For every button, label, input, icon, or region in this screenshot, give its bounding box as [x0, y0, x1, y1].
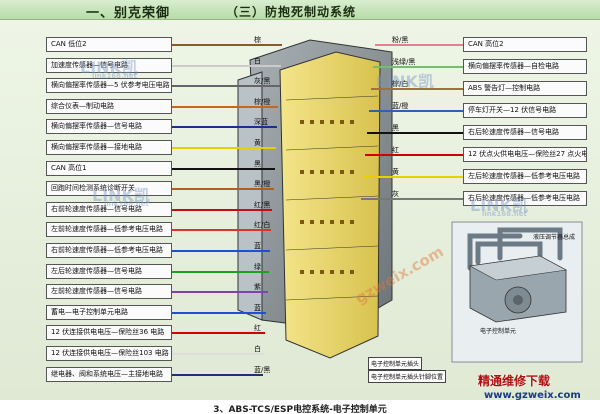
- left-wire: [172, 250, 270, 252]
- left-wire-color: 棕/橙: [254, 97, 271, 106]
- left-label: 12 伏连接供电电压—保险丝103 电路: [46, 346, 172, 361]
- corner-site: www.gzweix.com: [484, 390, 581, 401]
- left-wire: [172, 126, 278, 129]
- watermark-brand-1: LINK凯: [80, 58, 138, 77]
- right-wire: [375, 44, 463, 46]
- right-wire-color: 黄: [392, 168, 399, 176]
- left-wire: [172, 332, 266, 335]
- left-label: 综合仪表—制动电路: [46, 98, 172, 114]
- watermark-site-1: link168.net: [92, 72, 137, 80]
- left-wire-color: 紫: [254, 283, 261, 292]
- left-label: 左后轮速度传感器—信号电路: [46, 263, 172, 279]
- left-label: 继电器、阀和系统电压—主接地电路: [46, 366, 172, 382]
- left-wire: [172, 229, 272, 232]
- figure-caption: 3、ABS-TCS/ESP电控系统-电子控制单元: [213, 405, 387, 414]
- left-wire-color: 灰/黑: [254, 77, 271, 86]
- watermark-brand-3: LINK凯: [92, 186, 150, 205]
- left-wire: [172, 147, 276, 149]
- left-wire: [172, 291, 268, 294]
- header-left-title: 一、别克荣御: [86, 6, 171, 21]
- left-wire: [172, 208, 273, 211]
- right-label: 左后轮速度传感器—低参考电压电路: [463, 169, 587, 184]
- left-label: 横向偏摆率传感器—接地电路: [46, 140, 172, 155]
- left-wire-color: 红/白: [254, 221, 271, 230]
- left-wire-color: 红: [254, 324, 261, 333]
- left-wire: [172, 311, 267, 314]
- right-label: CAN 高位2: [463, 37, 587, 52]
- left-wire-color: 黑: [254, 159, 261, 168]
- left-wire-color: 白: [254, 345, 261, 353]
- right-wire: [371, 88, 463, 90]
- header-right-title: （三）防抱死制动系统: [226, 5, 357, 19]
- pump-valve-label: 液压调节器总成: [533, 234, 576, 241]
- watermark-site-3: link168.net: [482, 210, 527, 218]
- left-wire-color: 黄: [254, 139, 261, 147]
- left-wire: [172, 44, 282, 46]
- left-label: 左前轮速度传感器—低参考电压电路: [46, 222, 172, 238]
- left-wire-color: 蓝/黑: [254, 365, 271, 374]
- right-wire: [373, 66, 463, 68]
- right-label: 横向偏摆率传感器—自检电路: [463, 59, 587, 74]
- left-wire: [172, 85, 280, 88]
- left-wire: [172, 105, 279, 108]
- right-wire-color: 黑: [392, 124, 399, 132]
- left-wire: [172, 353, 264, 355]
- watermark-brand-2: LINK凯: [376, 72, 434, 91]
- left-label: 右前轮速度传感器—低参考电压电路: [46, 243, 172, 258]
- left-wire-color: 棕: [254, 36, 261, 44]
- page-header: 一、别克荣御 （三）防抱死制动系统: [0, 0, 600, 21]
- right-wire: [367, 132, 463, 134]
- corner-title: 精通维修下载: [478, 374, 551, 388]
- left-label: 右前轮速度传感器—信号电路: [46, 201, 172, 217]
- right-label: ABS 警告灯—控制电路: [463, 81, 587, 96]
- left-label: 12 伏连接供电电压—保险丝36 电路: [46, 325, 172, 341]
- right-wire: [361, 198, 463, 200]
- right-label: 右后轮速度传感器—低参考电压电路: [463, 191, 587, 206]
- pin-note-2: 电子控制单元插头针脚位置: [368, 370, 447, 383]
- left-label: 横向偏摆率传感器—5 伏参考电压电路: [46, 78, 172, 94]
- watermark-brand-4: LINK凯: [470, 196, 528, 215]
- right-wire-color: 浅绿/黑: [392, 58, 416, 66]
- ecu-unit-label: 电子控制单元: [480, 328, 517, 335]
- left-wire-color: 红/黑: [254, 200, 271, 209]
- left-wire-color: 深蓝: [254, 118, 268, 127]
- left-wire-color: 蓝: [254, 242, 261, 250]
- right-wire-color: 红: [392, 146, 399, 154]
- left-wire-color: 白: [254, 56, 261, 65]
- right-wire-color: 粉/黑: [392, 36, 409, 44]
- left-label: 加速度传感器—信号电路: [46, 57, 172, 73]
- right-wire-color: 灰: [392, 190, 399, 198]
- left-wire: [172, 64, 281, 67]
- left-label: 横向偏摆率传感器—信号电路: [46, 119, 172, 135]
- left-wire-color: 蓝: [254, 303, 261, 312]
- left-label: 蓄电—电子控制单元电路: [46, 304, 172, 320]
- left-label: 左前轮速度传感器—信号电路: [46, 284, 172, 300]
- right-label: 12 伏点火供电电压—保险丝27 点火电压电路: [463, 147, 587, 162]
- left-wire: [172, 167, 275, 170]
- watermark-site-2: link168.net: [104, 200, 149, 208]
- left-wire: [172, 188, 274, 191]
- left-label: 回跑时间检测系统诊断开关: [46, 181, 172, 197]
- left-label: CAN 高位1: [46, 160, 172, 176]
- left-wire: [172, 270, 269, 273]
- left-wire: [172, 373, 263, 376]
- right-label: 停车灯开关—12 伏信号电路: [463, 103, 587, 118]
- right-label: 右后轮速度传感器—信号电路: [463, 125, 587, 140]
- left-wire-color: 绿: [254, 262, 261, 271]
- left-label: CAN 低位2: [46, 37, 172, 52]
- pin-note-1: 电子控制单元插头: [368, 357, 423, 370]
- right-wire-color: 棕/白: [392, 80, 409, 88]
- right-wire: [365, 154, 463, 156]
- left-wire-color: 黑/橙: [254, 180, 271, 189]
- right-wire-color: 蓝/橙: [392, 102, 409, 110]
- right-wire: [363, 176, 463, 178]
- right-wire: [369, 110, 463, 112]
